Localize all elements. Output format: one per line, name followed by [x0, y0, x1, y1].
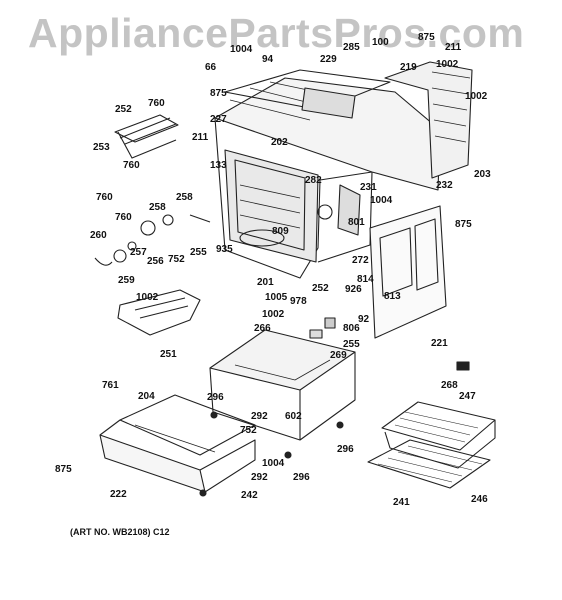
oven-door: [369, 205, 447, 339]
part-number-label: 133: [210, 160, 227, 171]
part-number-label: 211: [445, 42, 462, 53]
part-number-label: 1004: [262, 458, 285, 469]
part-number-label: 231: [360, 182, 377, 193]
part-number-label: 258: [149, 202, 166, 213]
part-number-label: 760: [123, 160, 140, 171]
part-number-label: 257: [130, 247, 147, 258]
part-number-label: 978: [290, 296, 307, 307]
part-number-label: 926: [345, 284, 362, 295]
part-number-label: 252: [115, 104, 132, 115]
part-number-label: 241: [393, 497, 410, 508]
part-number-label: 752: [240, 425, 257, 436]
storage-drawer: [99, 394, 256, 493]
part-number-label: 806: [343, 323, 360, 334]
part-number-label: 266: [254, 323, 271, 334]
part-number-label: 1004: [230, 44, 253, 55]
part-number-label: 219: [400, 62, 417, 73]
part-number-label: 201: [257, 277, 274, 288]
part-number-label: 252: [312, 283, 329, 294]
part-number-label: 269: [330, 350, 347, 361]
part-number-label: 92: [358, 314, 370, 325]
oven-body: [214, 77, 441, 279]
part-number-label: 246: [471, 494, 488, 505]
part-number-label: 1004: [370, 195, 393, 206]
part-number-label: 100: [372, 37, 389, 48]
part-number-label: 875: [210, 88, 227, 99]
part-number-label: 247: [459, 391, 476, 402]
part-number-label: 292: [251, 411, 268, 422]
part-number-label: 253: [93, 142, 110, 153]
part-number-label: 232: [436, 180, 453, 191]
part-number-label: 813: [384, 291, 401, 302]
part-number-label: 222: [110, 489, 127, 500]
part-number-label: 272: [352, 255, 369, 266]
part-number-label: 292: [251, 472, 268, 483]
part-number-label: 814: [357, 274, 374, 285]
part-number-label: 229: [320, 54, 337, 65]
part-number-label: 296: [337, 444, 354, 455]
part-number-label: 221: [431, 338, 448, 349]
part-number-label: 255: [343, 339, 360, 350]
part-number-label: 211: [192, 132, 209, 143]
part-number-label: 227: [210, 114, 227, 125]
part-number-label: 296: [207, 392, 224, 403]
part-number-label: 760: [115, 212, 132, 223]
part-number-label: 202: [271, 137, 288, 148]
part-number-label: 1002: [436, 59, 459, 70]
oven-rack: [367, 439, 491, 489]
cooktop-frame: [224, 69, 391, 121]
art-number-caption: (ART NO. WB2108) C12: [70, 527, 170, 537]
part-number-label: 1002: [136, 292, 159, 303]
watermark-text: AppliancePartsPros.com: [28, 10, 525, 56]
part-number-label: 801: [348, 217, 365, 228]
small-components: [94, 214, 211, 266]
part-number-label: 760: [148, 98, 165, 109]
part-number-label: 282: [305, 175, 322, 186]
bake-element: [117, 289, 201, 336]
hardware-fasteners: [199, 317, 470, 497]
part-number-label: 875: [55, 464, 72, 475]
part-number-label: 809: [272, 226, 289, 237]
part-number-label: 935: [216, 244, 233, 255]
part-number-label: 66: [205, 62, 217, 73]
broil-pan: [381, 401, 496, 469]
part-number-label: 242: [241, 490, 258, 501]
drawer-support: [209, 329, 356, 441]
part-number-label: 256: [147, 256, 164, 267]
part-number-label: 251: [160, 349, 177, 360]
part-number-label: 259: [118, 275, 135, 286]
part-number-label: 203: [474, 169, 491, 180]
part-number-label: 1002: [465, 91, 488, 102]
part-number-label: 875: [418, 32, 435, 43]
part-number-label: 296: [293, 472, 310, 483]
part-number-label: 268: [441, 380, 458, 391]
part-number-label: 258: [176, 192, 193, 203]
part-number-label: 875: [455, 219, 472, 230]
part-number-label: 94: [262, 54, 274, 65]
part-number-label: 255: [190, 247, 207, 258]
part-labels: 1004 94 229 285 100 875 211 66 1002 219 875 227 252 7…: [55, 32, 491, 508]
rear-panel: [384, 61, 473, 179]
part-number-label: 204: [138, 391, 155, 402]
broil-element: [114, 114, 179, 159]
part-number-label: 602: [285, 411, 302, 422]
part-number-label: 760: [96, 192, 113, 203]
part-number-label: 761: [102, 380, 119, 391]
part-number-label: 285: [343, 42, 360, 53]
part-number-label: 752: [168, 254, 185, 265]
part-number-label: 1005: [265, 292, 288, 303]
part-number-label: 260: [90, 230, 107, 241]
part-number-label: 1002: [262, 309, 285, 320]
